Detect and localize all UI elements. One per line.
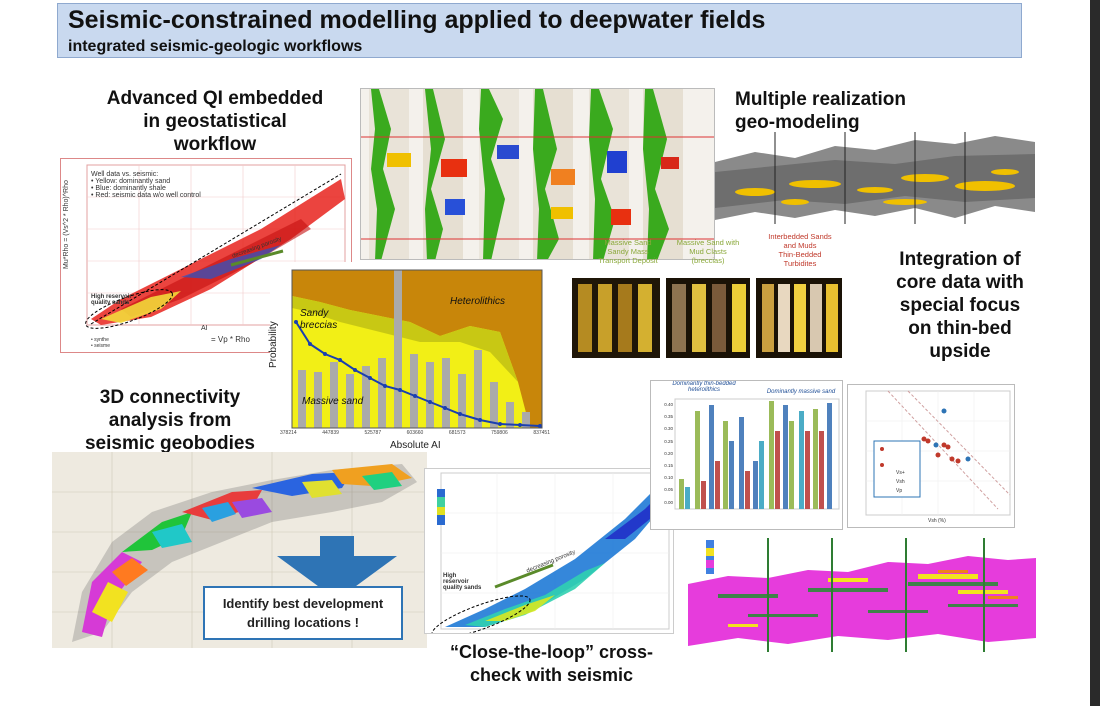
loop-plot-panel: High reservoir quality sands decreasing … (424, 468, 674, 634)
geo-model-image (715, 132, 1035, 224)
label-qi: Advanced QI embedded in geostatistical w… (80, 87, 350, 156)
crossplot-ylabel: Mu*Rho = (Vs^2 * Rho)^Rho (63, 180, 70, 269)
label-qi-line: in geostatistical (143, 111, 287, 132)
prob-xlabel: Absolute AI (390, 440, 441, 451)
crossplot-foot: • synthe• seisme (91, 337, 110, 349)
scatter-small-xlabel: Vsh (%) (928, 518, 946, 524)
core-photos (572, 278, 842, 358)
label-core-line: upside (929, 341, 991, 362)
label-breccias: Sandy breccias (300, 308, 338, 331)
label-connectivity: 3D connectivity analysis from seismic ge… (60, 386, 280, 455)
label-connectivity-line: seismic geobodies (84, 433, 255, 454)
crossplot-xlabel: AI (201, 325, 208, 332)
label-loop-line: check with seismic (469, 665, 634, 685)
callout-box: Identify best development drilling locat… (203, 586, 403, 640)
bar-group-b: Dominantly massive sand (766, 389, 836, 395)
scatter-cloud (91, 179, 345, 325)
label-qi-line: Advanced QI embedded (106, 88, 324, 109)
label-connectivity-line: analysis from (108, 410, 232, 431)
label-multi: Multiple realization geo-modeling (735, 88, 975, 134)
right-scrollbar[interactable] (1090, 0, 1100, 706)
bar-group-a: Dominantly thin-bedded heterolithics (672, 381, 736, 393)
label-core-line: on thin-bed (908, 318, 1012, 339)
crossplot-panel: Well data vs. seismic: • Yellow: dominan… (60, 158, 352, 353)
page-subtitle: integrated seismic-geologic workflows (68, 38, 363, 55)
prob-ylabel: Probability (268, 321, 279, 368)
page-title: Seismic-constrained modelling applied to… (68, 6, 766, 34)
label-core-line: core data with (896, 272, 1024, 293)
label-heterolithics: Heterolithics (450, 296, 506, 307)
label-connectivity-line: 3D connectivity (99, 387, 241, 408)
label-massive-sand: Massive sand (302, 396, 364, 407)
label-core-line: special focus (899, 295, 1021, 316)
heterolithics-area (292, 270, 542, 428)
label-core-line: Integration of (899, 249, 1021, 270)
loop-annotation: High reservoir quality sands (443, 573, 482, 591)
label-qi-line: workflow (173, 134, 257, 155)
legend-item: Blue: dominantly shale (95, 185, 166, 192)
arrow-down-icon (277, 536, 397, 600)
crossplot-annotation: High reservoir quality sands (91, 294, 132, 306)
well-log-panel (360, 88, 715, 260)
callout-line: drilling locations ! (247, 615, 359, 630)
legend-item: Red: seismic data w/o well control (95, 192, 201, 199)
legend-item: Yellow: dominantly sand (95, 178, 171, 185)
legend-title: Well data vs. seismic: (91, 171, 159, 178)
probability-svg (291, 269, 543, 429)
label-loop-line: “Close-the-loop” cross- (449, 642, 654, 662)
callout-line: Identify best development (222, 596, 384, 611)
label-loop: “Close-the-loop” cross- check with seism… (424, 641, 679, 687)
geobody-panel (52, 452, 427, 648)
peak-bar (394, 270, 402, 428)
crossplot-legend: Well data vs. seismic: • Yellow: dominan… (91, 171, 201, 199)
crossplot-xlabel-2: = Vp * Rho (211, 335, 250, 344)
label-core: Integration of core data with special fo… (860, 248, 1060, 363)
label-multi-line: Multiple realization (735, 89, 907, 110)
facies-model-image (688, 534, 1036, 652)
bar-chart-panel: Dominantly thin-bedded heterolithics Dom… (650, 380, 843, 530)
title-banner: Seismic-constrained modelling applied to… (57, 3, 1022, 58)
well-log-svg (361, 89, 714, 259)
probability-chart: Probability Heterolithics Sandy breccias… (268, 262, 570, 464)
label-multi-line: geo-modeling (735, 112, 860, 133)
